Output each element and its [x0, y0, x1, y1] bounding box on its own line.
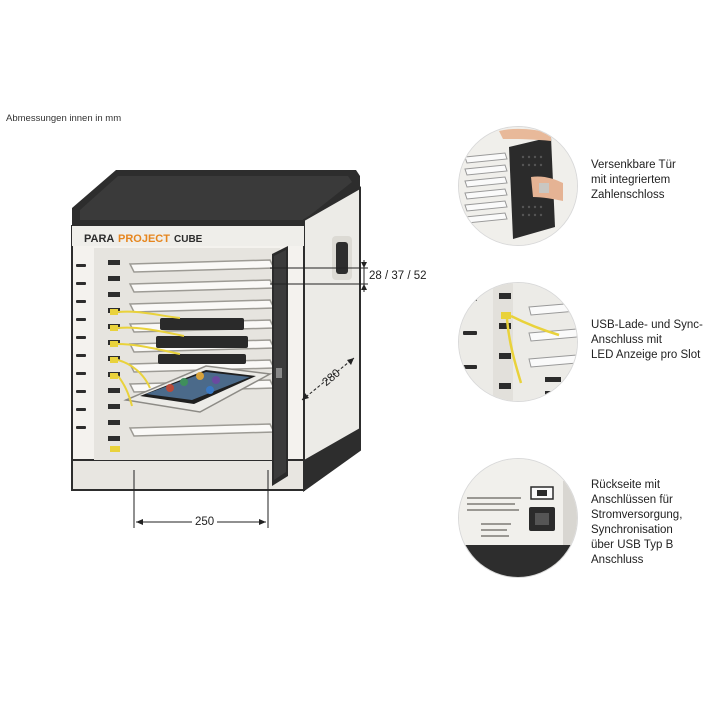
usb-port-icon [459, 283, 577, 401]
feature-rear-line-2: Anschlüssen für [591, 494, 673, 506]
feature-usb-image [458, 282, 578, 402]
depth-dimension-line [301, 357, 355, 401]
feature-door-line-2: mit integriertem [591, 174, 671, 186]
brand-para: PARA [84, 233, 114, 245]
feature-usb-text: USB-Lade- und Sync- Anschluss mit LED An… [591, 318, 703, 363]
feature-rear-line-3: Stromversorgung, [591, 509, 683, 521]
feature-door-line-1: Versenkbare Tür [591, 159, 676, 171]
feature-rear-line-1: Rückseite mit [591, 479, 661, 491]
width-label: 250 [192, 516, 218, 528]
vent-slots [76, 264, 86, 429]
feature-usb-line-3: LED Anzeige pro Slot [591, 349, 701, 361]
slot-height-dimension-line [270, 260, 368, 292]
feature-door-line-3: Zahlenschloss [591, 189, 665, 201]
feature-rear-line-5: über USB Typ B [591, 539, 674, 551]
charging-cabinet-illustration: PARA PROJECT CUBE [71, 170, 361, 492]
brand-model: CUBE [174, 234, 203, 245]
slot-height-label: 28 / 37 / 52 [369, 270, 427, 282]
rear-panel-icon [459, 459, 577, 577]
feature-rear-line-6: Anschluss [591, 554, 644, 566]
feature-door-text: Versenkbare Tür mit integriertem Zahlens… [591, 158, 676, 203]
feature-usb-line-1: USB-Lade- und Sync- [591, 319, 703, 331]
brand-project: PROJECT [118, 233, 170, 245]
feature-rear-text: Rückseite mit Anschlüssen für Stromverso… [591, 478, 682, 568]
feature-door-image [458, 126, 578, 246]
feature-rear-line-4: Synchronisation [591, 524, 673, 536]
feature-rear-image [458, 458, 578, 578]
feature-usb-line-2: Anschluss mit [591, 334, 662, 346]
usb-cables [117, 310, 185, 407]
width-dimension-line [133, 470, 269, 528]
door-lock-icon [459, 127, 577, 245]
dimensions-caption: Abmessungen innen in mm [6, 113, 122, 124]
